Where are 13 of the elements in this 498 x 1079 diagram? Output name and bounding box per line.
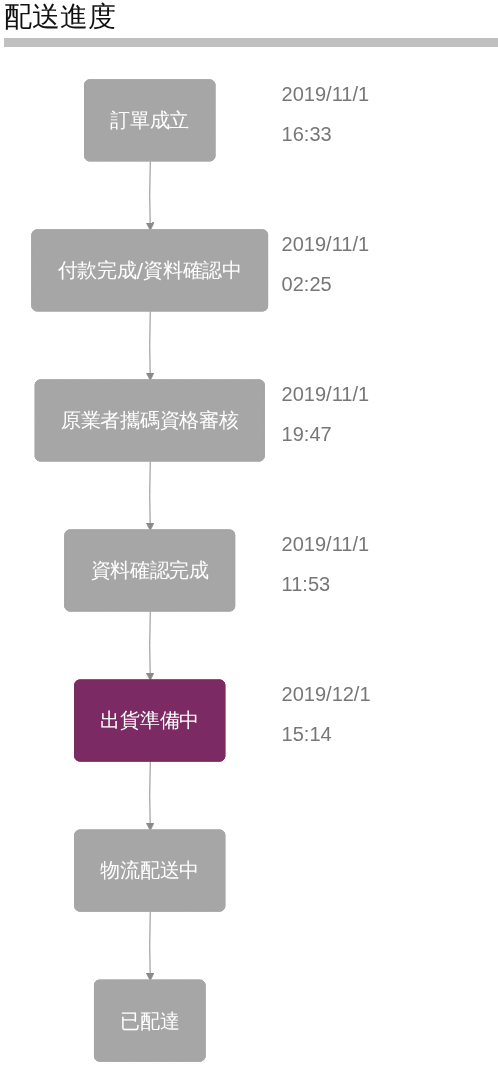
status-step-box: 原業者攜碼資格審核: [34, 379, 265, 462]
page-title: 配送進度: [4, 0, 116, 34]
status-step-box: 付款完成/資料確認中: [31, 229, 269, 312]
timestamp-text: 2019/11/1 11:53: [281, 532, 370, 597]
timestamp-text: 2019/11/1 19:47: [281, 381, 370, 447]
timestamp-text: 2019/11/1 02:25: [281, 231, 370, 297]
status-step-box: 資料確認完成: [64, 529, 236, 612]
status-step-box: 出貨準備中: [74, 679, 226, 762]
status-step-box: 已配達: [93, 979, 206, 1062]
status-step-box: 訂單成立: [84, 79, 216, 162]
timestamp-text: 2019/11/1 16:33: [281, 81, 370, 147]
status-step-box: 物流配送中: [74, 829, 226, 912]
timestamp-text: 2019/12/1 15:14: [281, 682, 371, 748]
